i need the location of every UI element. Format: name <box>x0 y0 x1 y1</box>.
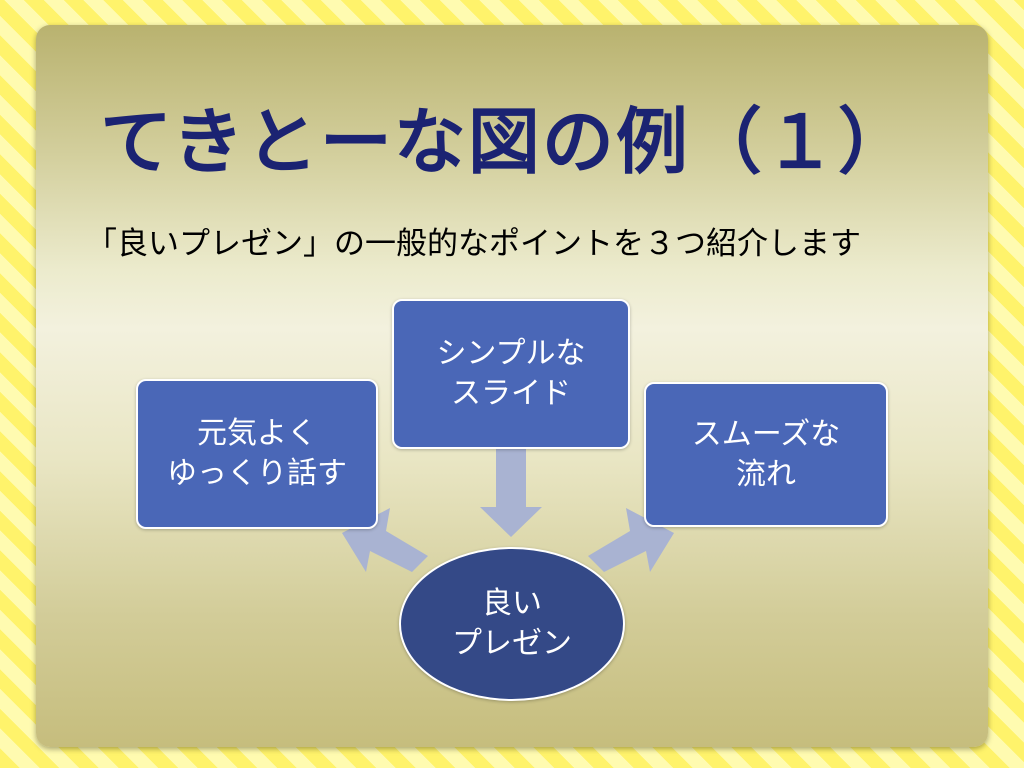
slide-title: てきとーな図の例（１） <box>100 100 912 184</box>
point-box-speak: 元気よく ゆっくり話す <box>136 379 378 529</box>
point-box-slides: シンプルな スライド <box>392 299 630 449</box>
point-box-flow-line2: 流れ <box>736 456 796 492</box>
arrow-center-icon <box>480 449 542 537</box>
point-box-speak-line2: ゆっくり話す <box>167 456 347 491</box>
result-line1: 良い <box>482 586 542 621</box>
point-box-flow-line1: スムーズな <box>691 416 841 452</box>
point-box-slides-line2: スライド <box>451 376 571 411</box>
result-line2: プレゼン <box>452 626 572 661</box>
point-box-flow: スムーズな 流れ <box>644 382 888 527</box>
result-ellipse: 良い プレゼン <box>399 547 625 701</box>
point-box-slides-line1: シンプルな <box>436 336 586 371</box>
slide-subtitle: 「良いプレゼン」の一般的なポイントを３つ紹介します <box>86 226 861 262</box>
slide: てきとーな図の例（１） 「良いプレゼン」の一般的なポイントを３つ紹介します 元気… <box>36 25 988 747</box>
point-box-speak-line1: 元気よく <box>197 416 317 451</box>
